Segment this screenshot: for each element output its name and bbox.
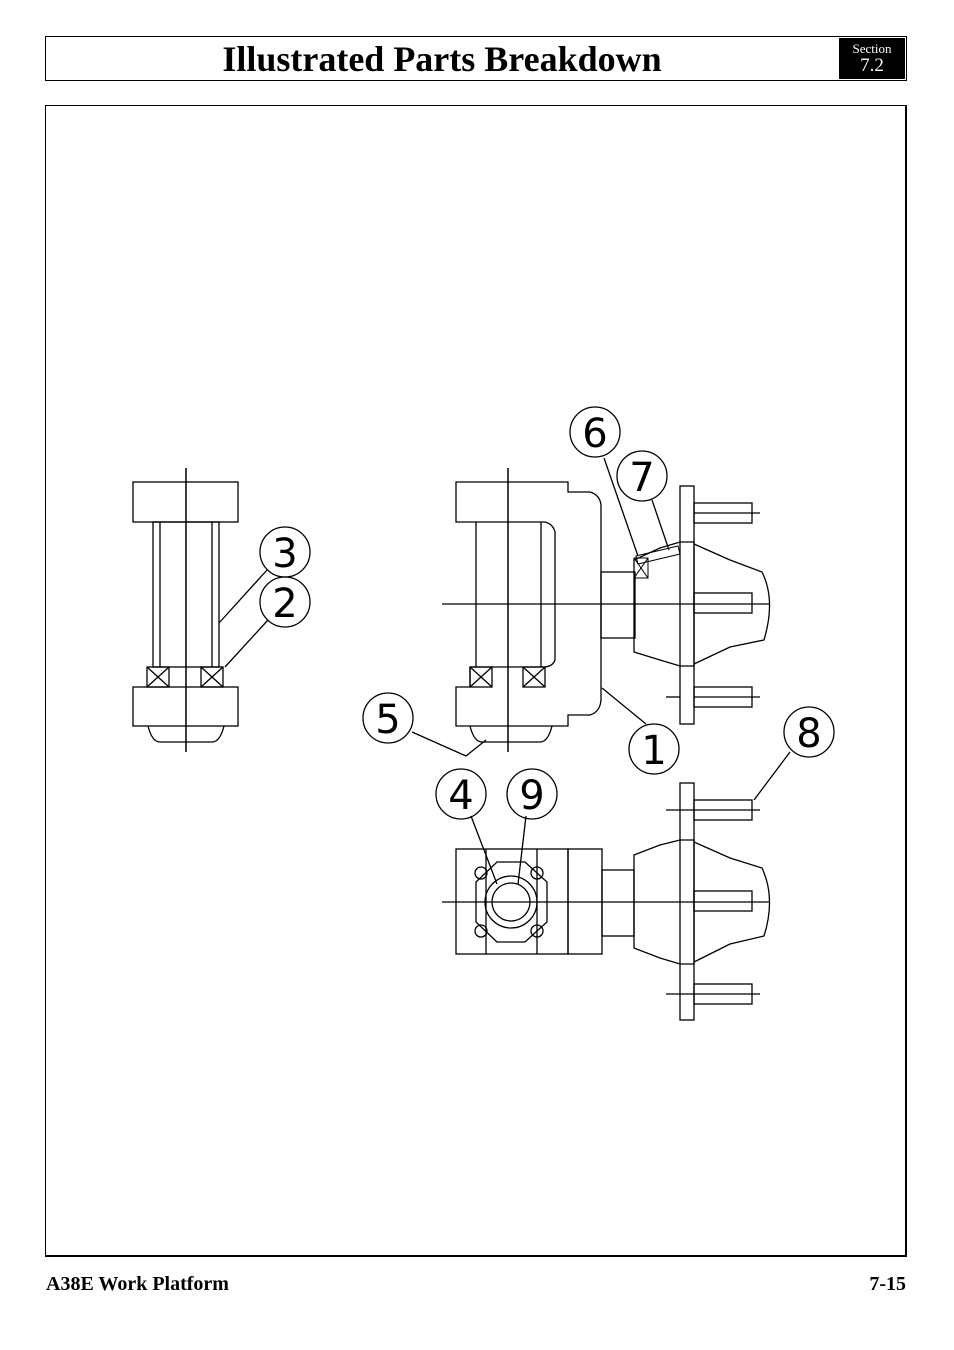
yoke-bracket-drawing (411, 457, 771, 757)
callout-8-label: 8 (796, 711, 821, 757)
callout-7-label: 7 (629, 455, 654, 501)
callout-6-label: 6 (582, 411, 607, 457)
callout-4: 4 (435, 768, 487, 820)
callout-6: 6 (569, 406, 621, 458)
callout-3: 3 (259, 526, 311, 578)
page-title: Illustrated Parts Breakdown (222, 38, 662, 79)
section-label: Section (852, 41, 892, 56)
drawing-frame (45, 105, 907, 1257)
bracket-top-view-drawing (442, 751, 791, 1021)
callout-8: 8 (783, 706, 835, 758)
callout-5-label: 5 (375, 697, 400, 743)
page-header: Illustrated Parts Breakdown Section 7.2 (45, 36, 907, 81)
footer-page-number: 7-15 (869, 1273, 906, 1295)
section-badge: Section 7.2 (839, 38, 905, 79)
callout-7: 7 (616, 450, 668, 502)
callout-3-label: 3 (272, 531, 297, 577)
callout-1: 1 (628, 723, 680, 775)
pin-assembly-drawing (132, 468, 269, 752)
callout-5: 5 (362, 692, 414, 744)
callout-9-label: 9 (519, 773, 544, 819)
callout-9: 9 (506, 768, 558, 820)
section-number: 7.2 (860, 55, 884, 76)
callout-2-label: 2 (272, 581, 297, 627)
footer-product: A38E Work Platform (46, 1273, 229, 1295)
callout-2: 2 (259, 576, 311, 628)
callout-1-label: 1 (641, 728, 666, 774)
callout-4-label: 4 (448, 773, 473, 819)
